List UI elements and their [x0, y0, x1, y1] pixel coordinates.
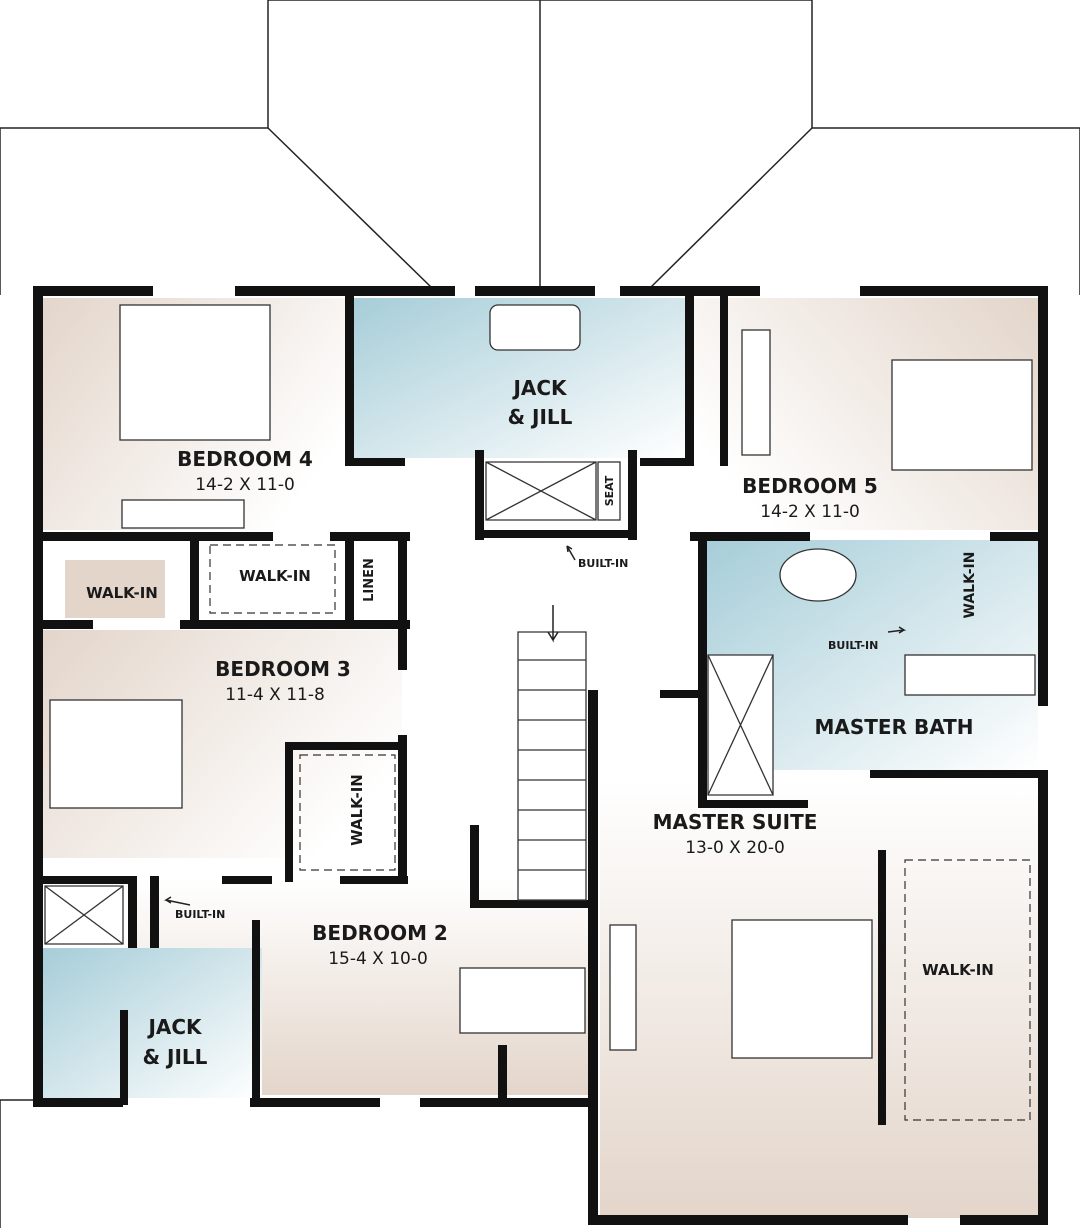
- builtin-bath2-label: BUILT-IN: [175, 908, 225, 921]
- bedroom-5-dims: 14-2 X 11-0: [760, 502, 860, 522]
- bedroom-3-dims: 11-4 X 11-8: [225, 685, 325, 705]
- bed-master: [731, 919, 873, 1059]
- linen-label: LINEN: [362, 558, 377, 602]
- master-bath-label: MASTER BATH: [814, 715, 973, 739]
- master-suite-label: MASTER SUITE: [653, 810, 818, 834]
- builtin-hall-label: BUILT-IN: [578, 557, 628, 570]
- bathtub-master: [779, 548, 857, 602]
- seat-label: SEAT: [603, 475, 616, 506]
- dresser-master: [609, 924, 637, 1051]
- bedroom-3-label: BEDROOM 3: [215, 657, 351, 681]
- bed-bedroom-2: [459, 967, 586, 1034]
- builtin-master-arrow-icon: [887, 626, 907, 634]
- shower-top: [485, 461, 597, 521]
- builtin-bath2-arrow-icon: [163, 896, 191, 906]
- builtin-master-bath-label: BUILT-IN: [828, 639, 878, 652]
- stairs: [517, 631, 587, 901]
- walkin-b2-label: WALK-IN: [348, 774, 366, 846]
- jack-jill-top-line2: & JILL: [508, 405, 573, 429]
- bed-bedroom-4: [119, 304, 271, 441]
- stairs-down-arrow-icon: [547, 605, 559, 643]
- jack-jill-bottom-line2: & JILL: [143, 1045, 208, 1069]
- jack-jill-bottom-floor: [42, 948, 262, 1098]
- jack-jill-top-line1: JACK: [511, 376, 568, 400]
- vanity-master: [904, 654, 1036, 696]
- dresser-bedroom-5: [741, 329, 771, 456]
- walkin-b5-label: WALK-IN: [962, 552, 978, 619]
- bedroom-4-label: BEDROOM 4: [177, 447, 313, 471]
- master-suite-dims: 13-0 X 20-0: [685, 838, 785, 858]
- walkin-b4-label: WALK-IN: [239, 567, 311, 585]
- fixtures: [44, 304, 1036, 1121]
- seat-bench: [597, 461, 621, 521]
- builtin-hall-arrow-icon: [566, 545, 576, 561]
- walkin-b3-floor: [65, 560, 165, 618]
- bed-bedroom-3: [49, 699, 183, 809]
- shower-master: [707, 654, 774, 796]
- desk: [121, 499, 245, 529]
- bathtub-top: [489, 304, 581, 351]
- closet-rod-master-walkin: [904, 859, 1031, 1121]
- bed-bedroom-5: [891, 359, 1033, 471]
- closet-rod-b4: [209, 544, 336, 614]
- bedroom-2-dims: 15-4 X 10-0: [328, 949, 428, 969]
- shower-bath2: [44, 885, 124, 945]
- bedroom-4-dims: 14-2 X 11-0: [195, 475, 295, 495]
- walkin-b3-label: WALK-IN: [86, 584, 158, 602]
- bedroom-2-label: BEDROOM 2: [312, 921, 448, 945]
- bedroom-5-label: BEDROOM 5: [742, 474, 878, 498]
- jack-jill-bottom-line1: JACK: [146, 1015, 203, 1039]
- walkin-master-label: WALK-IN: [922, 961, 994, 979]
